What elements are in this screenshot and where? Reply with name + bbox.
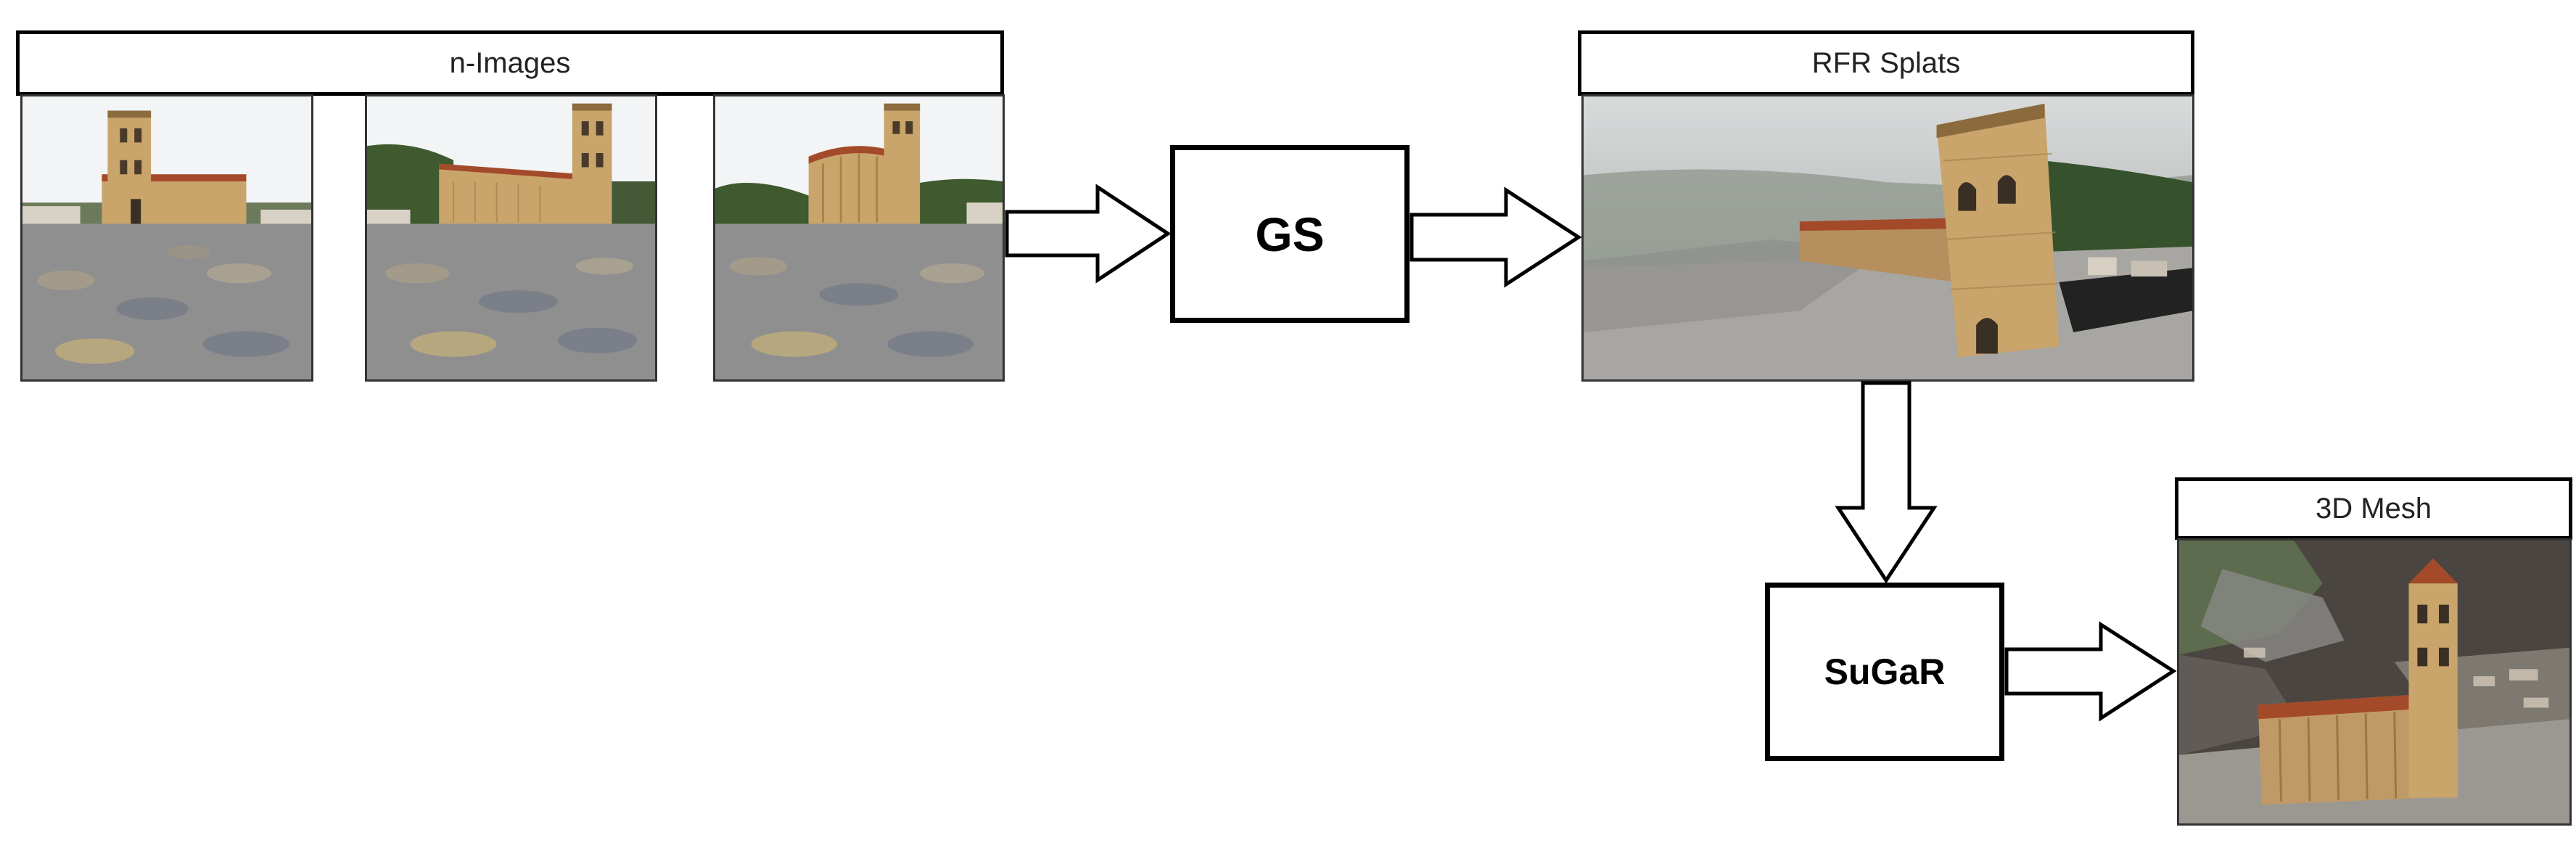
mesh-title: 3D Mesh xyxy=(2175,477,2572,540)
input-images-title-text: n-Images xyxy=(449,46,571,79)
rfr-splats-title: RFR Splats xyxy=(1578,30,2194,96)
rfr-splats-image xyxy=(1581,94,2194,382)
input-images-title: n-Images xyxy=(16,30,1004,96)
arrow-sugar-to-mesh xyxy=(2004,621,2177,722)
gs-box-label: GS xyxy=(1255,207,1325,261)
input-image-2 xyxy=(365,94,657,382)
input-image-3 xyxy=(713,94,1005,382)
sugar-box-label: SuGaR xyxy=(1824,651,1946,692)
mesh-image xyxy=(2177,538,2572,826)
arrow-gs-to-rfr xyxy=(1410,186,1582,288)
mesh-title-text: 3D Mesh xyxy=(2315,492,2432,525)
input-image-1 xyxy=(20,94,313,382)
arrow-images-to-gs xyxy=(1005,184,1172,284)
arrow-rfr-to-sugar xyxy=(1835,381,1938,584)
sugar-box: SuGaR xyxy=(1765,583,2004,761)
gs-box: GS xyxy=(1170,145,1410,323)
rfr-splats-title-text: RFR Splats xyxy=(1811,46,1961,79)
